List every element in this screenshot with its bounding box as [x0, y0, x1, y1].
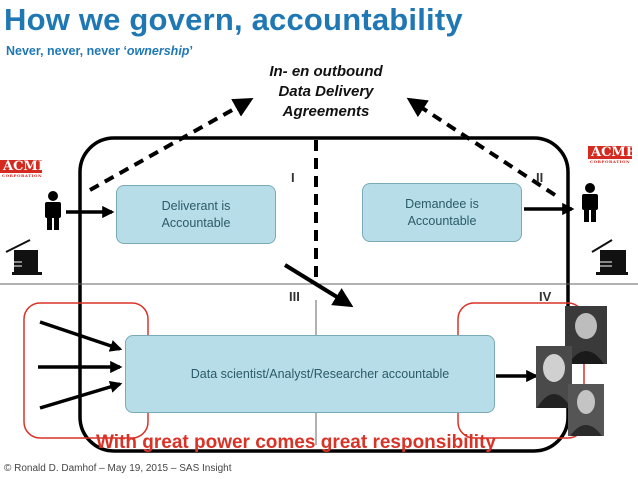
deliverant-line-1: Deliverant is [161, 198, 231, 213]
inbound-agreement-arrow [89, 98, 254, 192]
deliverant-box: Deliverant is Accountable [116, 185, 276, 244]
portrait-photo-2 [536, 346, 572, 408]
outbound-agreement-arrow [406, 97, 557, 197]
tagline: With great power comes great responsibil… [96, 432, 496, 453]
demandee-line-2: Accountable [407, 213, 477, 228]
acme-logo-left-sub: CORPORATION [0, 173, 43, 178]
organization-frame [78, 136, 570, 453]
quadrant-label-3: III [289, 289, 300, 304]
acme-logo-left: ACME CORPORATION [0, 159, 48, 178]
footer-copyright: © Ronald D. Damhof – May 19, 2015 – SAS … [4, 463, 232, 474]
subtitle-prefix: Never, never, never ‘ [6, 44, 127, 58]
subtitle-suffix: ’ [189, 44, 193, 58]
acme-logo-right-sub: CORPORATION [588, 159, 632, 164]
acme-logo-right: ACME CORPORATION [588, 145, 636, 164]
agreements-line-3: Agreements [282, 103, 370, 120]
acme-logo-left-brand: ACME [3, 159, 48, 174]
agreements-line-1: In- en outbound [269, 63, 383, 80]
input-arrow-1 [39, 320, 123, 352]
agreements-label: In- en outbound Data Delivery Agreements [246, 62, 406, 122]
data-scientist-label: Data scientist/Analyst/Researcher accoun… [190, 366, 450, 381]
quadrant-label-4: IV [539, 289, 552, 304]
consumer-machine-icon [591, 239, 628, 275]
consumer-person-icon [582, 183, 598, 222]
page-title: How we govern, accountability [4, 2, 463, 37]
data-scientist-box: Data scientist/Analyst/Researcher accoun… [125, 335, 495, 413]
agreements-line-2: Data Delivery [278, 83, 374, 100]
diagonal-flow-arrow [283, 263, 354, 308]
acme-logo-right-brand: ACME [591, 145, 636, 160]
subtitle-emphasis: ownership [126, 44, 190, 58]
quadrant-label-2: II [536, 170, 544, 185]
portrait-photo-3 [568, 384, 604, 436]
supplier-machine-icon [5, 239, 42, 275]
page-subtitle: Never, never, never ‘ownership’ [6, 44, 193, 58]
demandee-line-1: Demandee is [405, 196, 479, 211]
input-arrow-3 [39, 380, 123, 410]
quadrant-label-1: I [291, 170, 295, 185]
deliverant-line-2: Accountable [161, 215, 231, 230]
demandee-box: Demandee is Accountable [362, 183, 522, 242]
supplier-person-icon [45, 191, 61, 230]
